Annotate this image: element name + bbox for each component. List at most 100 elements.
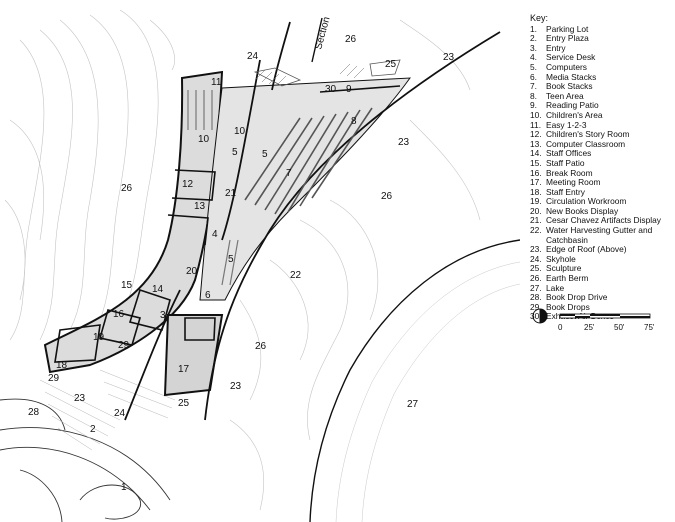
label-21: 21 — [225, 188, 237, 199]
key-item: 12.Children's Story Room — [530, 130, 675, 140]
key-item-number: 17. — [530, 177, 542, 188]
key-item-number: 16. — [530, 167, 542, 178]
key-item-text: Children's Story Room — [546, 129, 630, 140]
key-item: 27.Lake — [530, 282, 675, 294]
key-item: 22.Water Harvesting Gutter and Catchbasi… — [530, 225, 675, 245]
key-item-number: 15. — [530, 157, 542, 168]
key-item: 7. Book Stacks — [530, 82, 675, 92]
label-23b: 23 — [398, 137, 410, 148]
key-item-text: Staff Entry — [546, 186, 585, 197]
key-item-text: Media Stacks — [546, 71, 597, 82]
label-29a: 29 — [118, 340, 130, 351]
label-14: 14 — [152, 284, 164, 295]
label-2: 2 — [90, 424, 96, 435]
book-stacks — [244, 107, 373, 215]
label-26b: 26 — [121, 183, 133, 194]
label-23a: 23 — [443, 52, 455, 63]
label-10b: 10 — [234, 126, 246, 137]
key-item-text: Teen Area — [546, 90, 584, 101]
key-item-text: Computers — [546, 61, 587, 72]
key-item: 5.Computers — [530, 61, 675, 73]
key-item-text: Entry — [546, 42, 566, 53]
key-item-number: 28. — [530, 292, 542, 303]
key-item-text: Earth Berm — [546, 273, 589, 284]
parking-lot — [0, 398, 171, 522]
key-item-text: Computer Classroom — [546, 138, 626, 149]
label-9: 9 — [346, 84, 352, 95]
label-26a: 26 — [345, 34, 357, 45]
label-24a: 24 — [247, 51, 259, 62]
key-item-number: 26. — [530, 273, 542, 284]
key-item-text: Service Desk — [546, 52, 596, 63]
label-20: 20 — [186, 266, 198, 277]
key-item-text: Meeting Room — [546, 177, 601, 188]
label-18: 18 — [56, 360, 68, 371]
key-item: 20.New Books Display — [530, 205, 675, 217]
site-plan: Section 1 2 3 4 5 5 5 6 7 8 9 10 10 11 1… — [0, 9, 520, 522]
scale-tick-0: 0 — [558, 323, 563, 332]
label-22: 22 — [290, 270, 302, 281]
key-item-text: Circulation Workroom — [546, 196, 627, 207]
key-item: 18.Staff Entry — [530, 186, 675, 198]
key-item-number: 8. — [530, 90, 537, 101]
shelving — [187, 90, 239, 286]
scale-bar: 0 25' 50' 75' — [532, 308, 655, 332]
key-item-number: 30. — [530, 311, 542, 322]
key-item: 25.Sculpture — [530, 264, 675, 274]
key-item-text: Staff Patio — [546, 157, 585, 168]
label-5c: 5 — [228, 254, 234, 265]
paving-hatch — [39, 369, 176, 451]
key-item-text: Skyhole — [546, 253, 576, 264]
key-item-text: Book Drops — [546, 301, 590, 312]
key-item: 8. Teen Area — [530, 90, 675, 102]
key-item-number: 10. — [530, 109, 542, 120]
key-item-number: 23. — [530, 244, 542, 255]
key-item: 19. Circulation Workroom — [530, 197, 675, 207]
key-item: 14.Staff Offices — [530, 149, 675, 159]
key-item-number: 9. — [530, 100, 537, 111]
key-item: 10.Children's Area — [530, 109, 675, 121]
key-item-number: 2. — [530, 33, 537, 44]
scale-tick-50: 50' — [614, 323, 625, 332]
label-15: 15 — [121, 280, 133, 291]
label-5a: 5 — [232, 147, 238, 158]
key-item-text: Sculpture — [546, 263, 582, 274]
label-27: 27 — [407, 399, 419, 410]
key-item: 15. Staff Patio — [530, 157, 675, 169]
key-item: 21. Cesar Chavez Artifacts Display — [530, 216, 675, 226]
label-10a: 10 — [198, 134, 210, 145]
label-3: 3 — [160, 310, 166, 321]
key-item-number: 1. — [530, 23, 537, 34]
label-30: 30 — [325, 84, 337, 95]
key-item-number: 29. — [530, 301, 542, 312]
label-26c: 26 — [381, 191, 393, 202]
key-item-number: 14. — [530, 148, 542, 159]
terrain-contours — [4, 9, 481, 511]
label-11: 11 — [211, 77, 222, 88]
north-arrow-icon — [532, 308, 548, 324]
key-item-text: Cesar Chavez Artifacts Display — [546, 215, 661, 226]
key-item-number: 22. — [530, 225, 542, 236]
key-item-text: Entry Plaza — [546, 33, 589, 44]
label-25b: 25 — [178, 398, 190, 409]
key-item-number: 7. — [530, 81, 537, 92]
key-item: 17. Meeting Room — [530, 177, 675, 188]
key-item-text: Book Stacks — [546, 81, 593, 92]
section-marker: Section — [311, 16, 333, 63]
label-23c: 23 — [230, 381, 242, 392]
key-item-number: 27. — [530, 282, 542, 293]
key-item-number: 19. — [530, 196, 542, 207]
key-item: 9.Reading Patio — [530, 101, 675, 111]
label-29b: 29 — [48, 373, 60, 384]
key-item-number: 13. — [530, 138, 542, 149]
label-24b: 24 — [114, 408, 126, 419]
key-item-text: New Books Display — [546, 205, 619, 216]
key-item-text: Book Drop Drive — [546, 292, 608, 303]
lake-contours — [335, 261, 520, 522]
roof-edges — [124, 21, 501, 421]
key-item-number: 21. — [530, 215, 542, 226]
key-item-text: Parking Lot — [546, 23, 589, 34]
key-item-number: 6. — [530, 71, 537, 82]
